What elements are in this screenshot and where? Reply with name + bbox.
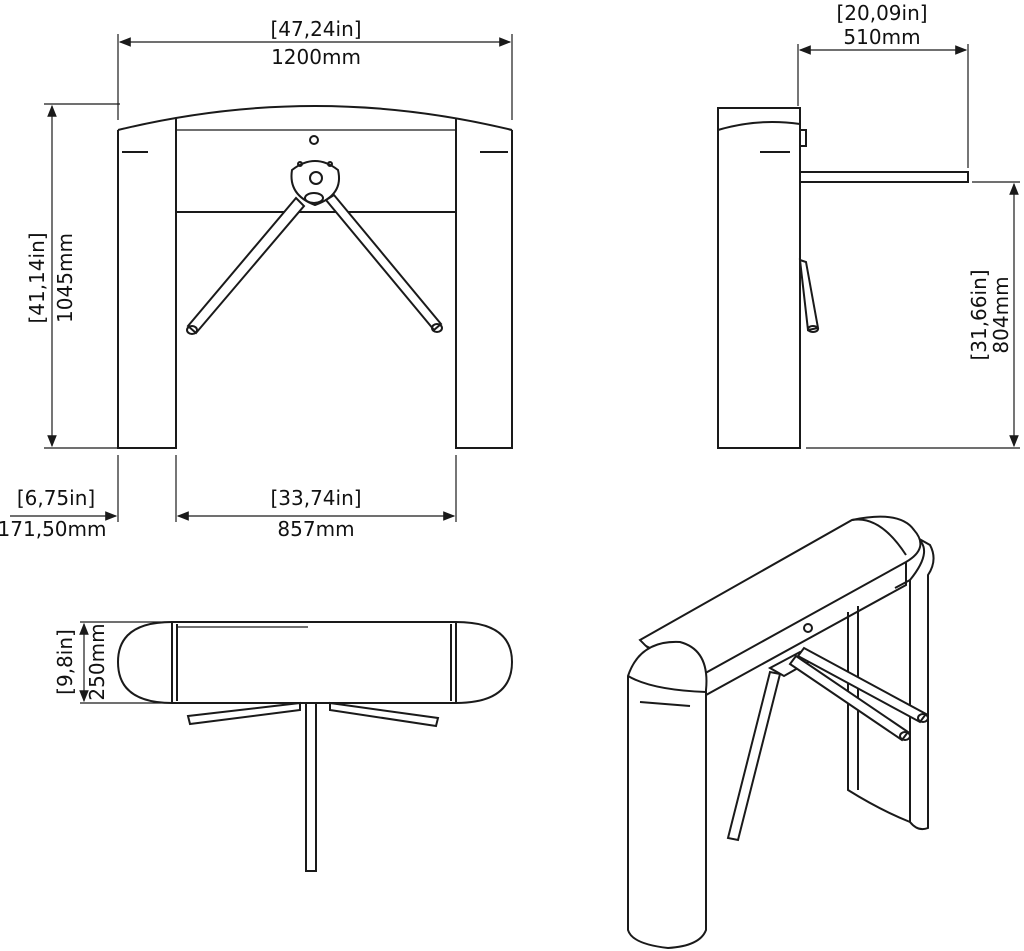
side-depth-dimension: [20,09in] 510mm: [797, 1, 969, 168]
front-height-mm: 1045mm: [53, 233, 77, 323]
post-width-in: [6,75in]: [17, 486, 95, 510]
arm-height-in: [31,66in]: [967, 269, 991, 360]
side-depth-in: [20,09in]: [836, 1, 927, 25]
front-height-in: [41,14in]: [25, 232, 49, 323]
side-view: [717, 107, 969, 449]
front-width-mm: 1200mm: [271, 45, 361, 69]
post-width-mm: 171,50mm: [0, 517, 106, 541]
side-depth-mm: 510mm: [843, 25, 920, 49]
passage-width-mm: 857mm: [277, 517, 354, 541]
front-view: [117, 105, 513, 449]
top-view: [116, 621, 514, 872]
front-width-dimension: [47,24in] 1200mm: [117, 17, 513, 120]
front-height-dimension: [41,14in] 1045mm: [25, 103, 120, 449]
arm-height-mm: 804mm: [989, 276, 1013, 353]
isometric-view: [627, 515, 935, 950]
bottom-dimensions: [6,75in] 171,50mm [33,74in] 857mm: [0, 455, 457, 541]
front-width-in: [47,24in]: [270, 17, 361, 41]
passage-width-in: [33,74in]: [270, 486, 361, 510]
arm-height-dimension: [31,66in] 804mm: [806, 181, 1020, 449]
top-depth-in: [9,8in]: [53, 629, 77, 695]
top-depth-mm: 250mm: [85, 623, 109, 700]
top-depth-dimension: [9,8in] 250mm: [53, 621, 172, 704]
